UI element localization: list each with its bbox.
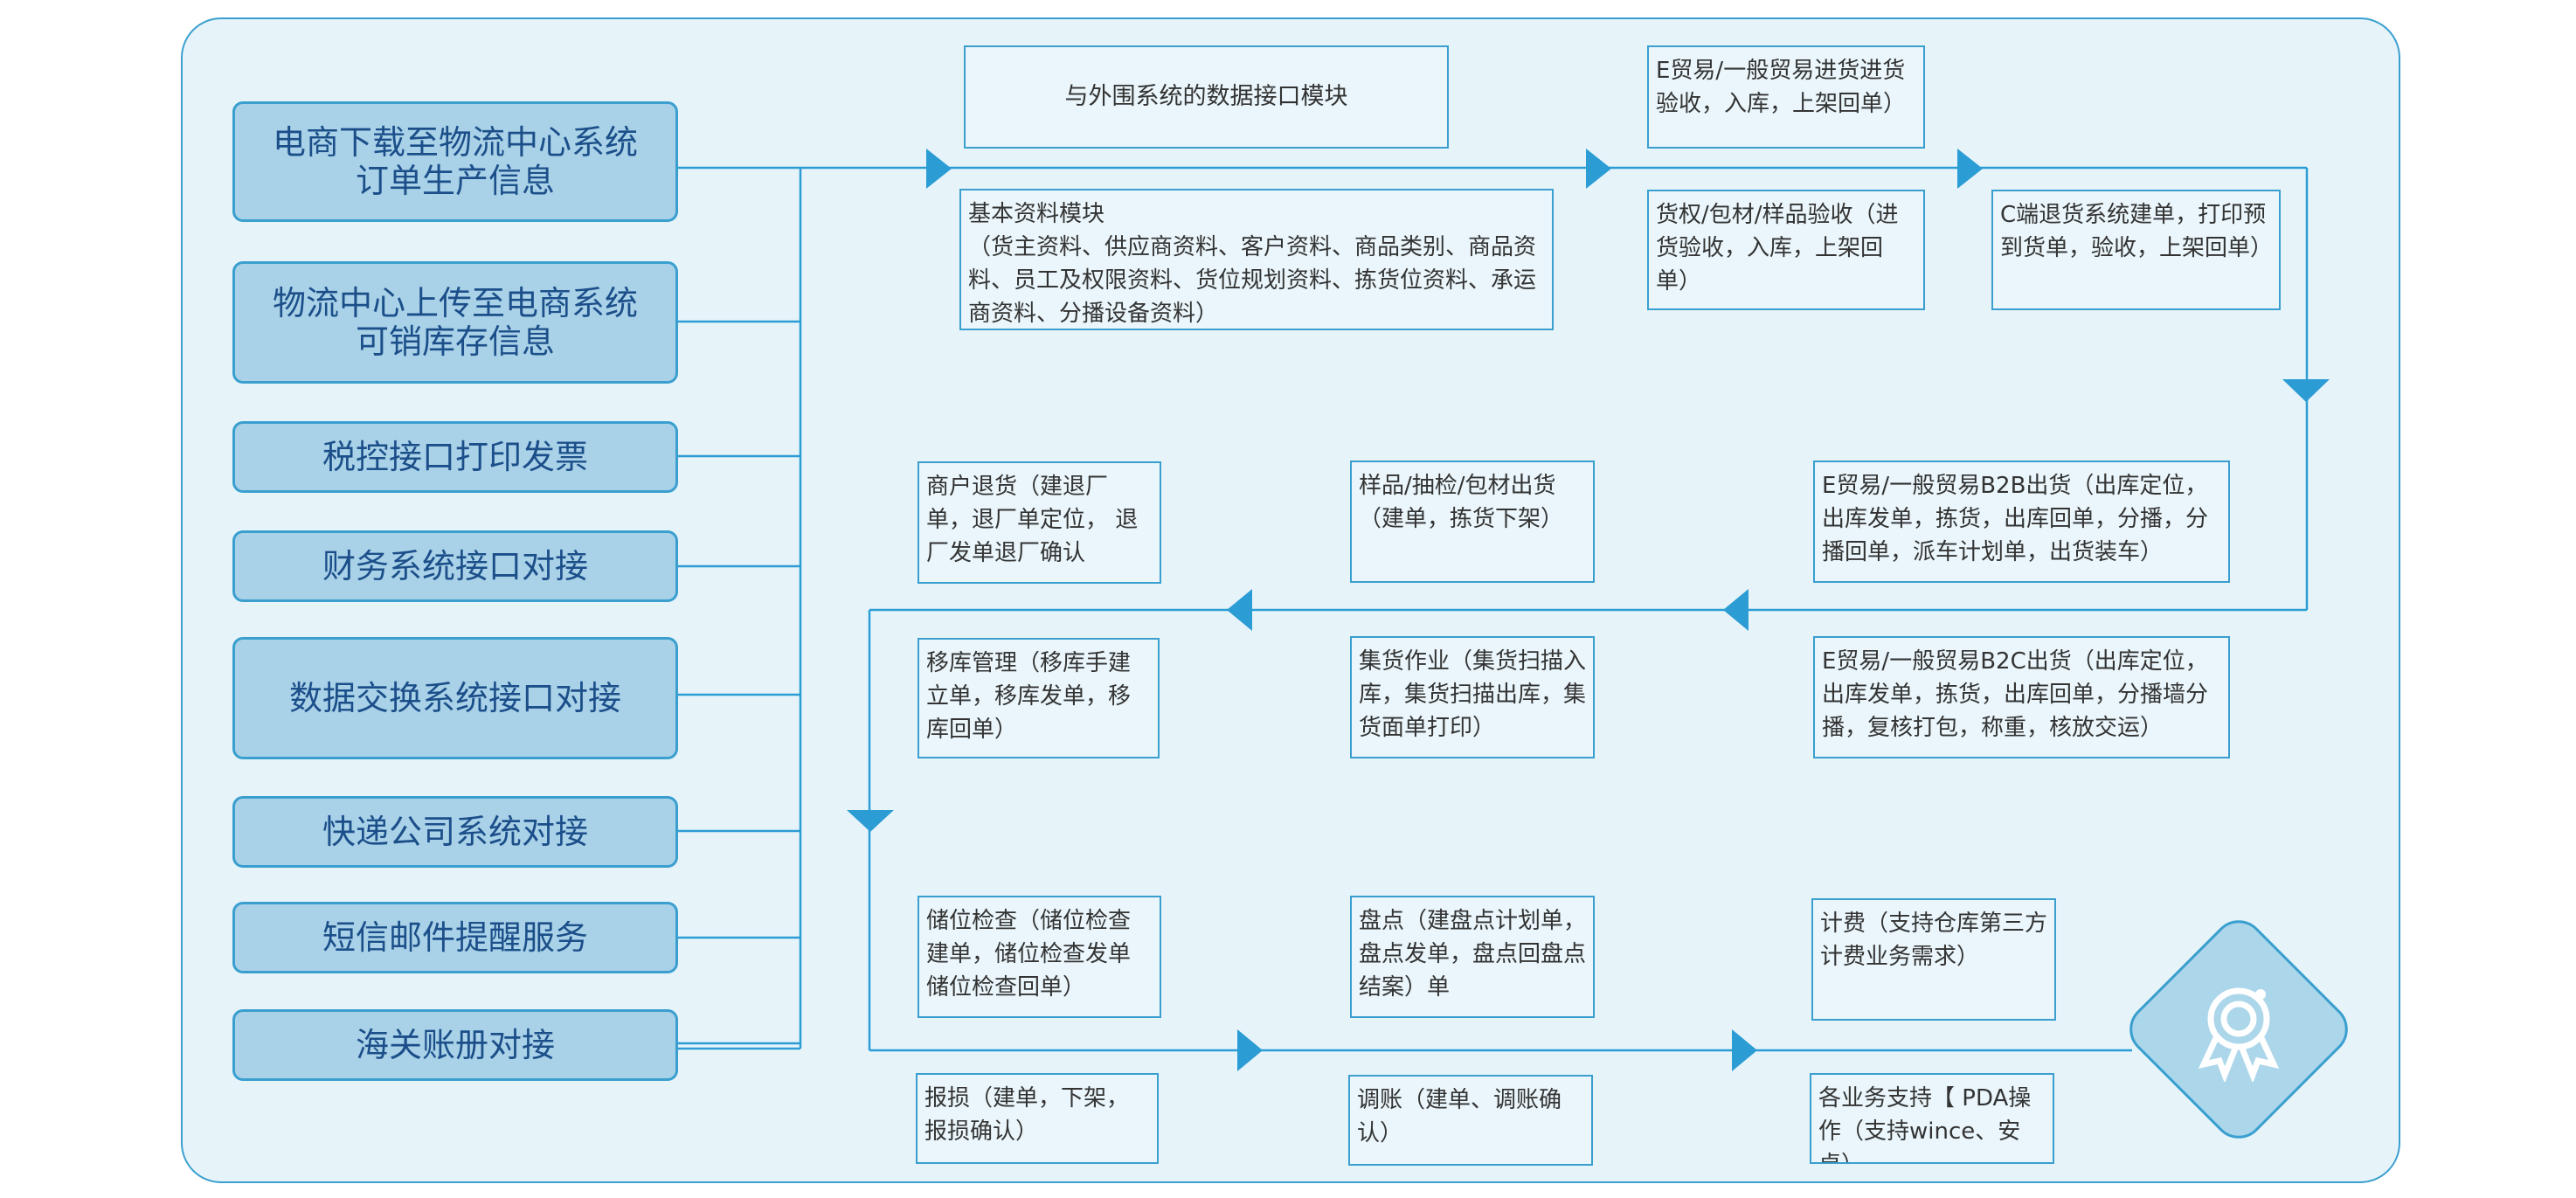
left-item-data-exchange: 数据交换系统接口对接 [232,637,678,759]
left-item-order-download: 电商下载至物流中心系统 订单生产信息 [232,101,678,222]
left-item-express: 快递公司系统对接 [232,796,678,868]
module-inventory-count: 盘点（建盘点计划单，盘点发单，盘点回盘点结案）单 [1350,896,1595,1018]
module-merchant-return: 商户退货（建退厂单，退厂单定位， 退厂发单退厂确认 [918,461,1161,584]
module-billing: 计费（支持仓库第三方计费业务需求） [1811,898,2056,1021]
left-item-inventory-upload: 物流中心上传至电商系统 可销库存信息 [232,261,678,384]
module-adjustment: 调账（建单、调账确认） [1348,1075,1593,1166]
module-location-check: 储位检查（储位检查建单，储位检查发单储位检查回单） [918,896,1161,1018]
module-basic-data: 基本资料模块 （货主资料、供应商资料、客户资料、商品类别、商品资料、员工及权限资… [959,189,1554,330]
module-pda: 各业务支持【 PDA操作（支持wince、安卓） [1810,1073,2054,1164]
left-item-customs: 海关账册对接 [232,1009,678,1081]
award-icon [2198,987,2280,1082]
module-e-trade-receiving: E贸易/一般贸易进货进货验收，入库，上架回单） [1647,45,1925,149]
left-item-finance: 财务系统接口对接 [232,530,678,602]
module-cargo-receiving: 货权/包材/样品验收（进货验收，入库，上架回单） [1647,190,1925,310]
module-b2b-shipping: E贸易/一般贸易B2B出货（出库定位，出库发单，拣货，出库回单，分播，分播回单，… [1813,461,2230,583]
module-b2c-shipping: E贸易/一般贸易B2C出货（出库定位，出库发单，拣货，出库回单，分播墙分播，复核… [1813,636,2230,758]
module-c-return: C端退货系统建单，打印预到货单，验收，上架回单） [1991,190,2281,310]
module-sample-shipping: 样品/抽检/包材出货（建单，拣货下架） [1350,461,1595,583]
left-item-sms-email: 短信邮件提醒服务 [232,902,678,973]
left-item-tax-invoice: 税控接口打印发票 [232,421,678,493]
module-damage: 报损（建单，下架，报损确认） [916,1073,1159,1164]
module-transfer: 移库管理（移库手建立单，移库发单，移库回单） [918,638,1160,758]
module-collection: 集货作业（集货扫描入库，集货扫描出库，集货面单打印） [1350,636,1595,758]
module-interface: 与外围系统的数据接口模块 [964,45,1449,149]
